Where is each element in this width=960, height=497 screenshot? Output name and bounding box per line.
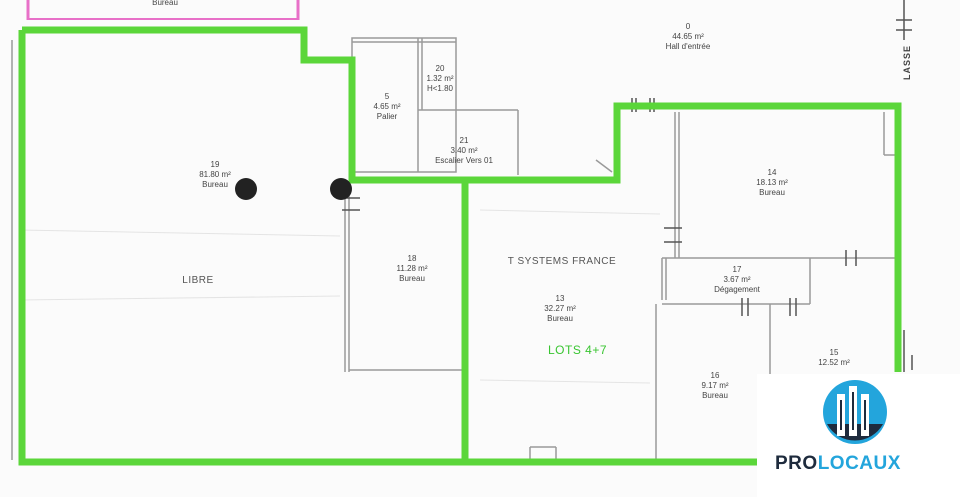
logo-panel (757, 374, 960, 497)
zone-libre-label: LIBRE (182, 275, 214, 286)
logo-wordmark: PROLOCAUX (775, 453, 901, 475)
side-label: LASSE (902, 44, 912, 80)
structural-columns (235, 178, 352, 200)
lots-label: LOTS 4+7 (548, 343, 608, 357)
door-marks (342, 0, 913, 372)
logo-text-locaux: LOCAUX (817, 453, 901, 474)
building-logo-icon (823, 380, 887, 444)
lot-outline (18, 26, 902, 466)
tenant-label: T SYSTEMS FRANCE (507, 256, 617, 267)
top-room-label: Bureau (152, 0, 178, 7)
logo-text-pro: PRO (775, 453, 818, 474)
interior-walls (11, 37, 898, 462)
top-room-outline (26, 0, 300, 20)
scan-noise (19, 209, 661, 384)
